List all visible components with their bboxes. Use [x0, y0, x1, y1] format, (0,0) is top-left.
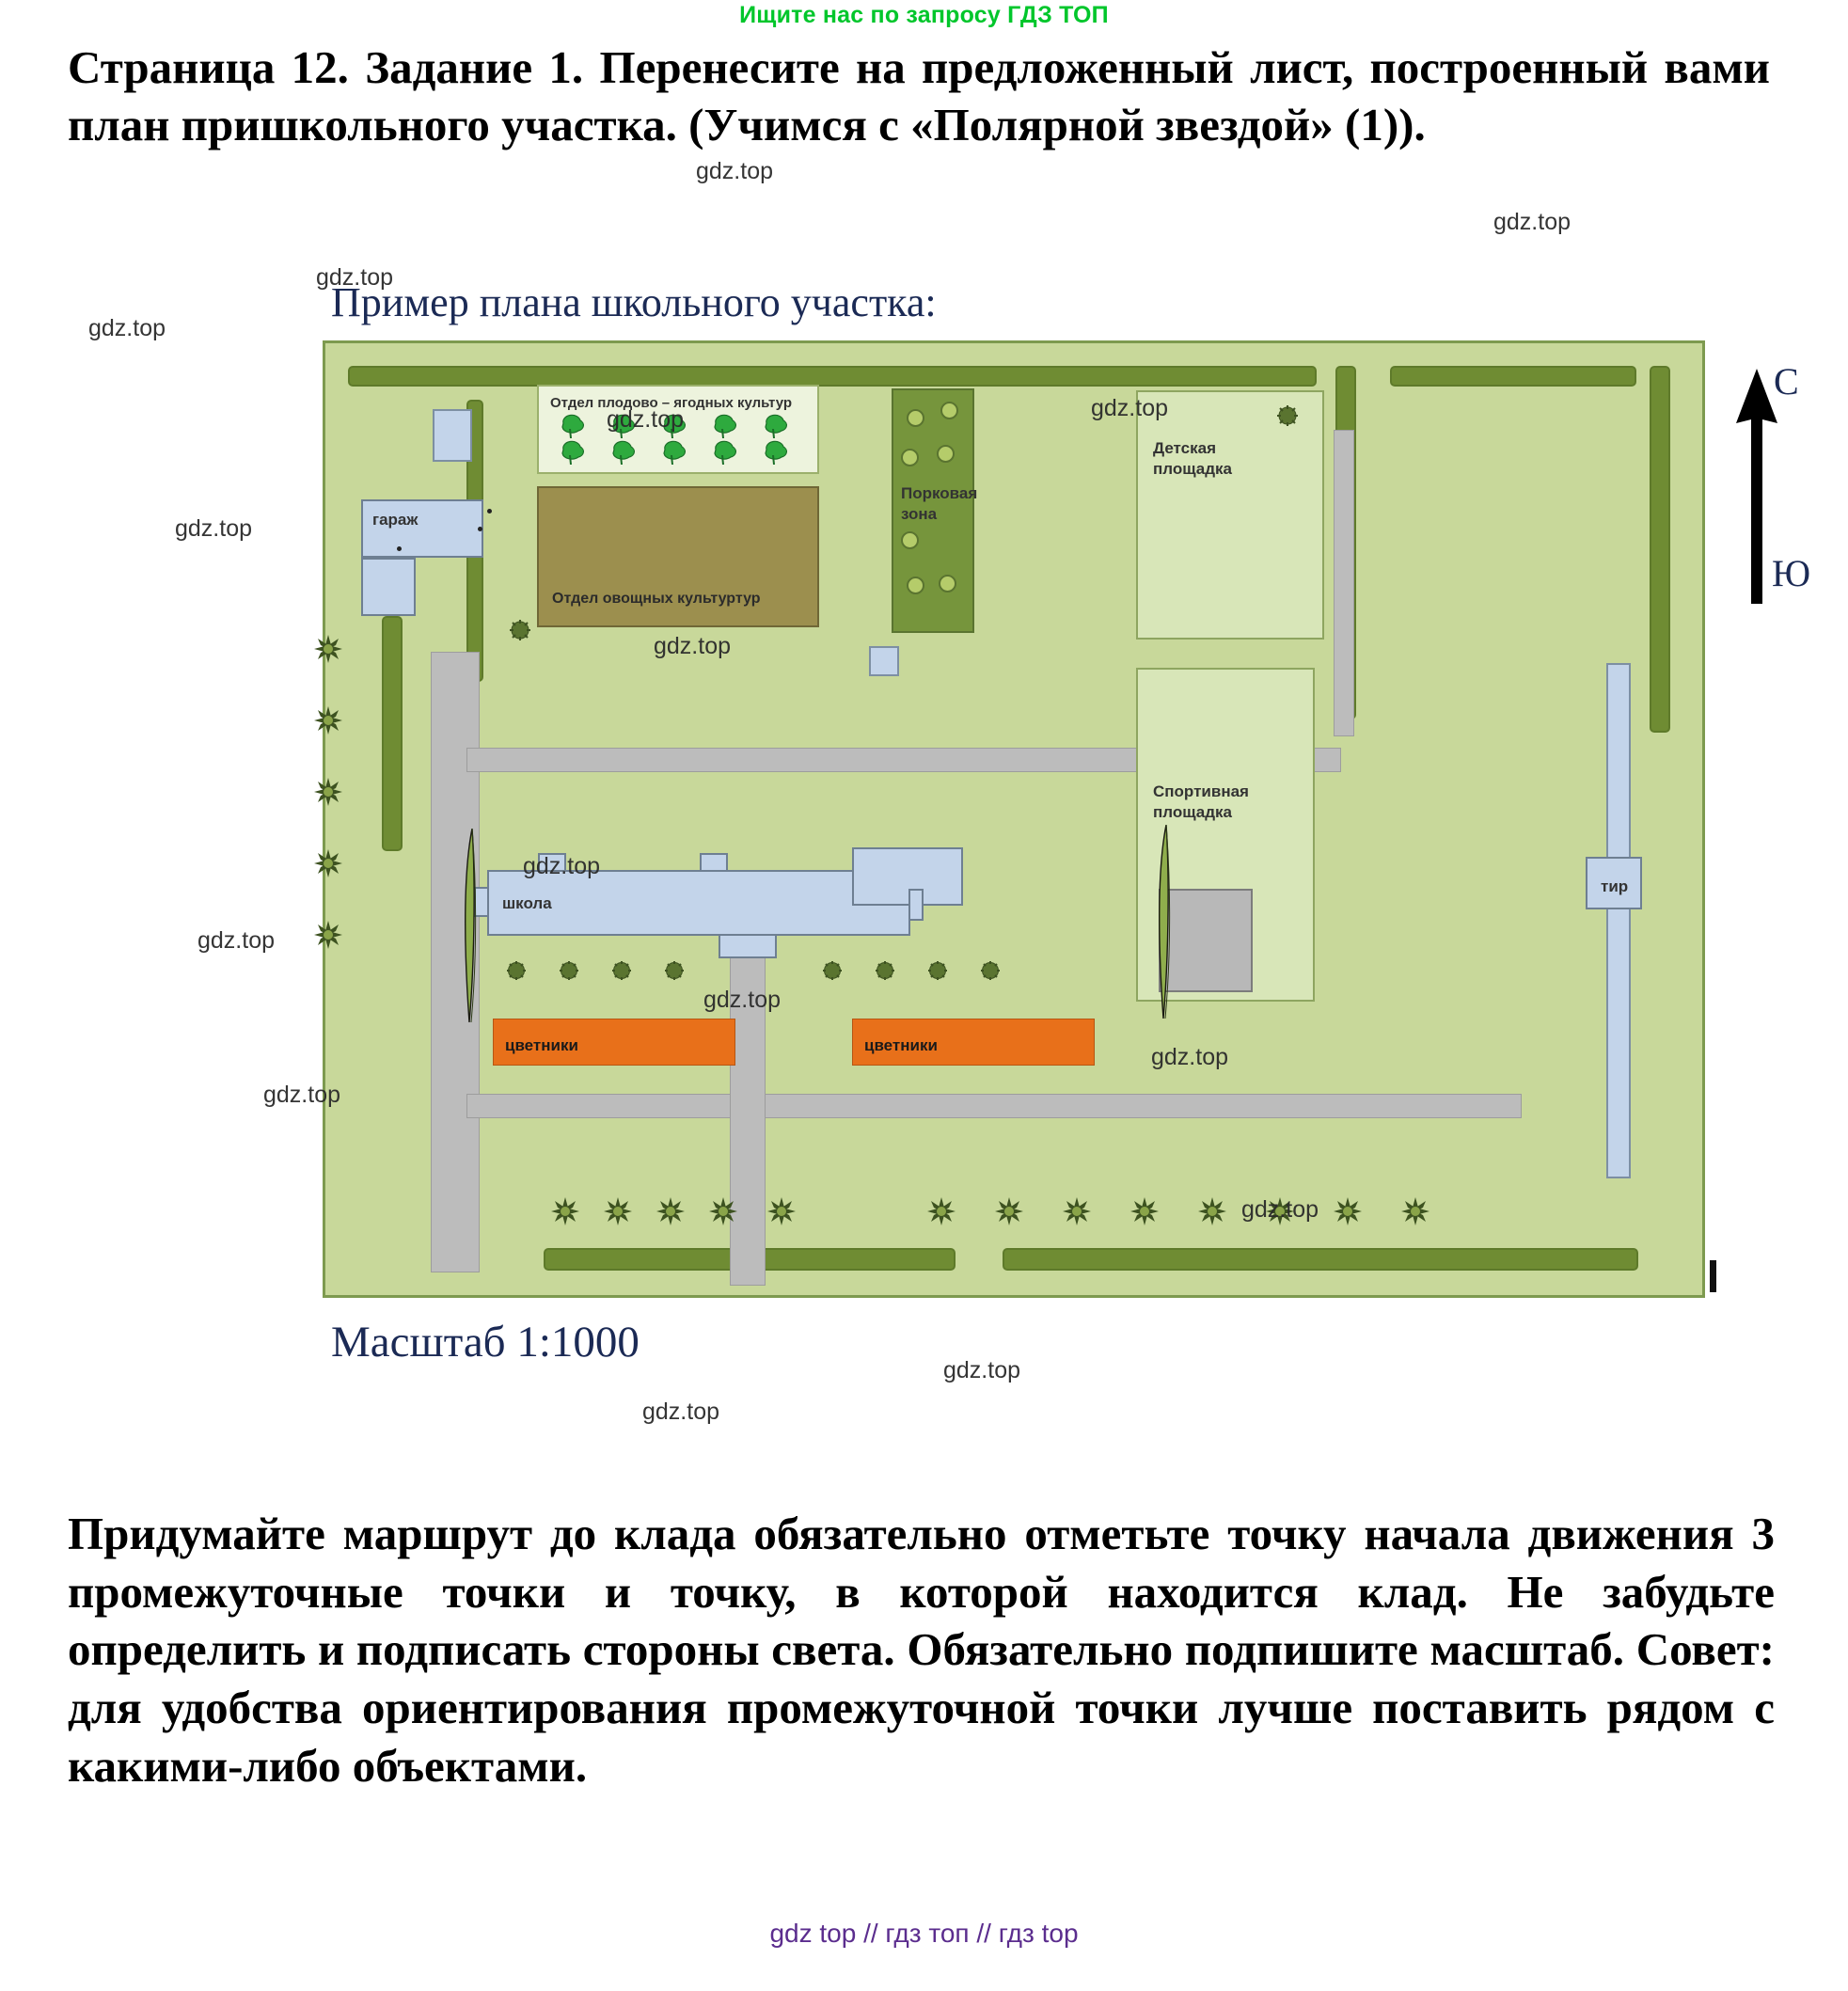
school-label: школа	[502, 894, 552, 912]
poplar-tree-right	[1159, 825, 1171, 1019]
flower-left-edge	[314, 635, 342, 663]
flower-left-edge	[314, 778, 342, 806]
park-circle	[907, 577, 924, 594]
garage-inner-dot	[397, 546, 402, 551]
park-zone-label-line1: Порковая	[901, 484, 978, 502]
playground-label-line1: Детская	[1153, 439, 1216, 457]
survey-dot	[487, 509, 492, 514]
vegetable-department-label: Отдел овощных культуртур	[552, 591, 761, 607]
fruit-department-zone: Отдел плодово – ягодных культур	[537, 385, 819, 474]
playground-label-line2: площадка	[1153, 460, 1232, 478]
flower-left-edge	[314, 849, 342, 877]
shooting-range-building: тир	[1586, 857, 1642, 909]
school-building: школа	[487, 870, 910, 936]
flower-left-edge	[314, 706, 342, 735]
hedge-top-right	[1390, 366, 1636, 387]
garage-corner-dot	[478, 527, 482, 531]
park-circle	[940, 402, 958, 419]
school-bush	[665, 961, 684, 980]
outbuilding-center	[869, 646, 899, 676]
school-bush	[928, 961, 947, 980]
flower-bottom-row	[767, 1197, 796, 1225]
flower-bottom-row	[1063, 1197, 1091, 1225]
park-circle	[907, 409, 924, 427]
garage-label: гараж	[372, 511, 419, 529]
compass-arrow-icon	[1736, 369, 1777, 604]
school-entrance-top-1	[538, 853, 566, 872]
school-plot-plan: гараж Отдел плодово – ягодных культур О	[314, 340, 1705, 1298]
hedge-top-left	[348, 366, 1317, 387]
flower-bottom-row	[709, 1197, 737, 1225]
watermark: gdz.top	[88, 315, 166, 341]
flower-bottom-row	[551, 1197, 579, 1225]
flower-bottom-row	[995, 1197, 1023, 1225]
footer-links[interactable]: gdz top // гдз топ // гдз top	[769, 1919, 1079, 1948]
school-bush	[507, 961, 526, 980]
flowerbed-right-label: цветники	[864, 1036, 938, 1054]
park-circle	[901, 449, 919, 466]
watermark: gdz.top	[175, 515, 253, 542]
park-circle	[937, 445, 955, 463]
compass-north-label: С	[1774, 360, 1799, 403]
park-circle	[939, 575, 956, 593]
flower-bottom-row	[656, 1197, 685, 1225]
watermark: gdz.top	[197, 927, 276, 954]
childrens-playground-zone: Детская площадка	[1136, 390, 1324, 640]
school-bush	[823, 961, 842, 980]
watermark: gdz.top	[943, 1357, 1021, 1383]
flowerbed-left: цветники	[493, 1019, 735, 1066]
flower-bottom-row	[1266, 1197, 1294, 1225]
school-bush	[560, 961, 578, 980]
watermark: gdz.top	[642, 1398, 720, 1425]
plan-edge-marker	[1710, 1260, 1716, 1292]
compass-south-label: Ю	[1772, 552, 1811, 594]
school-entrance-bottom	[719, 934, 777, 958]
outbuilding-top-left	[433, 409, 472, 462]
hedge-bottom-right	[1003, 1248, 1638, 1271]
flowerbed-left-label: цветники	[505, 1036, 578, 1054]
watermark: gdz.top	[696, 158, 774, 184]
school-entrance-top-2	[700, 853, 728, 872]
shooting-range-label: тир	[1601, 877, 1629, 895]
flower-left-edge	[314, 921, 342, 949]
park-zone: Порковая зона	[892, 388, 978, 633]
bush-near-vegetable-dept	[510, 620, 530, 640]
playground-tree	[1277, 405, 1298, 426]
flower-bottom-row	[927, 1197, 956, 1225]
vegetable-department-zone: Отдел овощных культуртур	[537, 486, 819, 627]
task-instructions: Придумайте маршрут до клада обязательно …	[68, 1508, 1775, 1792]
garage-annex	[361, 558, 416, 616]
figure-caption: Пример плана школьного участка:	[331, 279, 937, 325]
garage-building: гараж	[361, 499, 483, 558]
school-bush	[612, 961, 631, 980]
fruit-department-label: Отдел плодово – ягодных культур	[550, 395, 793, 411]
sports-court	[1159, 889, 1253, 992]
path-vertical-center	[730, 956, 766, 1286]
hedge-vertical-left-tall	[382, 616, 403, 851]
sports-label-line2: площадка	[1153, 803, 1232, 821]
flower-bottom-row	[1334, 1197, 1362, 1225]
park-zone-label-line2: зона	[901, 505, 938, 523]
flower-bottom-row	[604, 1197, 632, 1225]
school-bush	[981, 961, 1000, 980]
park-circle	[901, 531, 919, 549]
promo-banner: Ищите нас по запросу ГДЗ ТОП	[739, 2, 1109, 28]
path-vertical-far-right	[1334, 430, 1354, 736]
flowerbed-right: цветники	[852, 1019, 1095, 1066]
scale-label: Масштаб 1:1000	[331, 1318, 640, 1367]
school-bush	[876, 961, 894, 980]
poplar-tree-left	[465, 829, 477, 1023]
right-strip-building	[1606, 663, 1631, 1178]
page-title: Страница 12. Задание 1. Перенесите на пр…	[68, 41, 1770, 150]
flower-bottom-row	[1130, 1197, 1159, 1225]
school-wing-right	[852, 847, 963, 906]
path-horizontal-lower	[466, 1094, 1522, 1118]
hedge-vertical-right	[1650, 366, 1670, 733]
fruit-trees-group	[561, 414, 787, 465]
sports-label-line1: Спортивная	[1153, 782, 1249, 800]
school-entrance-right	[908, 889, 924, 921]
watermark: gdz.top	[1493, 209, 1572, 235]
flower-bottom-row	[1198, 1197, 1226, 1225]
flower-bottom-row	[1401, 1197, 1429, 1225]
